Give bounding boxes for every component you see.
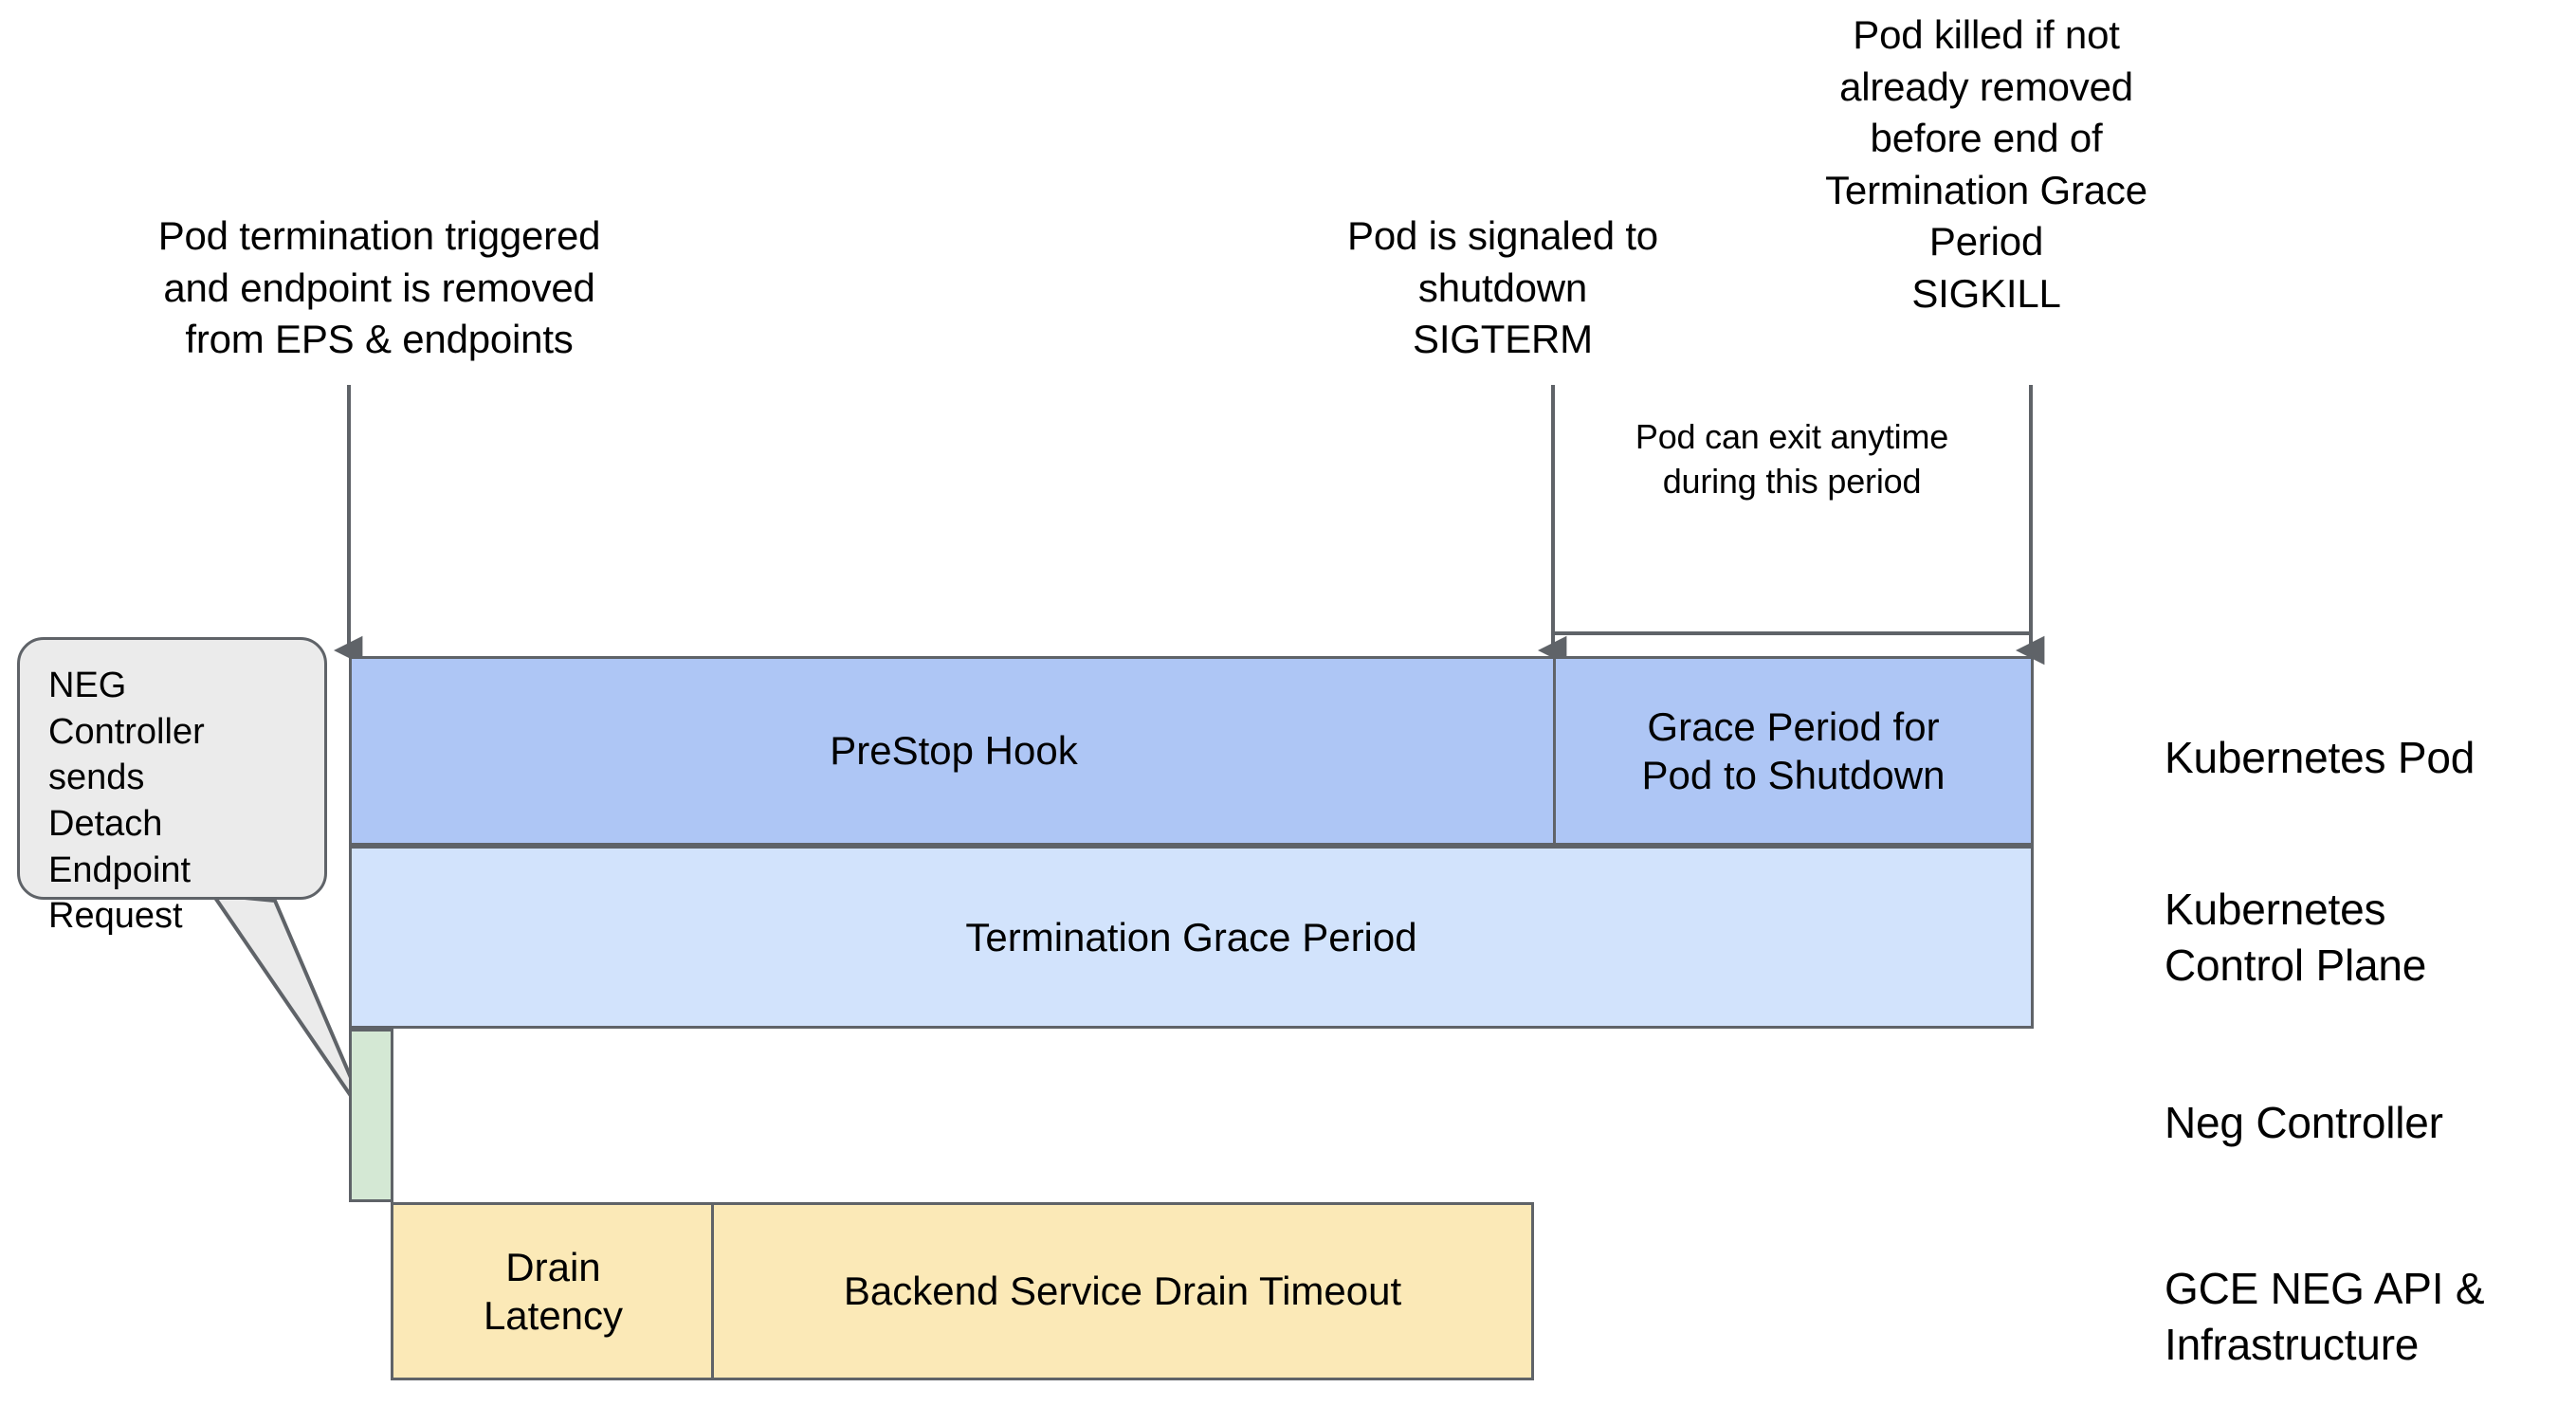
callout-neg-controller-detach: NEG Controller sends Detach Endpoint Req…: [17, 637, 327, 936]
annotation-pod-killed-sigkill: Pod killed if not already removed before…: [1825, 12, 2147, 316]
bar-termination-grace-period: Termination Grace Period: [349, 846, 2034, 1029]
annotation-pod-termination-triggered: Pod termination triggered and endpoint i…: [157, 213, 601, 362]
annotation-pod-signaled-shutdown: Pod is signaled to shutdown SIGTERM: [1347, 213, 1658, 362]
bar-backend-service-drain-timeout: Backend Service Drain Timeout: [711, 1202, 1534, 1380]
bar-neg-detach-request: [349, 1029, 393, 1202]
bar-drain-latency: Drain Latency: [391, 1202, 713, 1380]
lane-label-neg-controller: Neg Controller: [2165, 1098, 2443, 1147]
lane-label-kubernetes-pod: Kubernetes Pod: [2165, 733, 2476, 782]
annotation-pod-can-exit-anytime: Pod can exit anytime during this period: [1635, 417, 1949, 501]
bar-prestop-hook: PreStop Hook: [349, 656, 1556, 846]
bar-grace-period-for-pod-to-shutdown: Grace Period for Pod to Shutdown: [1553, 656, 2034, 846]
lane-label-kubernetes-control-plane: Kubernetes Control Plane: [2165, 885, 2427, 990]
lane-label-gce-neg-api-infrastructure: GCE NEG API & Infrastructure: [2165, 1264, 2485, 1369]
callout-tail: [211, 893, 374, 1128]
